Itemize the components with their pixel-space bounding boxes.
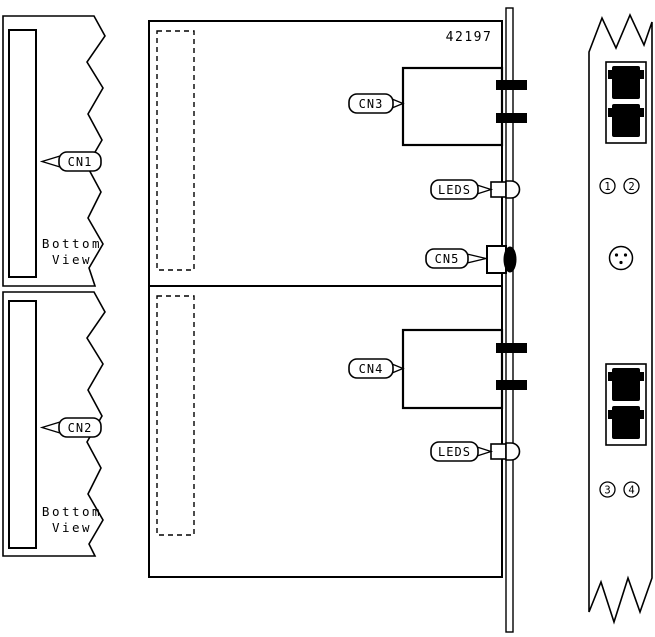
jack-tab	[608, 70, 613, 79]
faceplate-edge	[505, 7, 514, 633]
led-dome	[505, 180, 521, 199]
din-pin	[619, 260, 623, 265]
callout-box	[348, 358, 394, 379]
part-number: 42197	[446, 30, 493, 45]
cn4-callout: CN4	[348, 358, 405, 379]
number-label: 2	[628, 181, 634, 193]
cn5-connector	[486, 245, 517, 274]
number-circle	[599, 177, 616, 195]
number-label: 3	[604, 484, 610, 496]
rj45-jack-2	[608, 104, 644, 137]
rj45-jack-4	[608, 406, 644, 439]
number-label: 1	[604, 181, 610, 193]
edge-connector-outline-top	[8, 29, 37, 278]
cn4-body	[401, 328, 504, 410]
bottom-view-caption-line1: Bottom	[42, 504, 102, 519]
connector-pin	[496, 343, 527, 353]
rj45-jack-3	[608, 368, 644, 401]
jack-tab	[608, 372, 613, 381]
callout-box	[348, 93, 394, 114]
cn5-callout: CN5	[425, 248, 487, 269]
callout-label: CN4	[359, 362, 384, 376]
jack-body	[612, 406, 640, 439]
number-label: 4	[628, 484, 634, 496]
cn2-callout: CN2	[39, 417, 102, 438]
port-number-4: 4	[623, 481, 640, 498]
callout-box	[430, 441, 479, 462]
leds-bottom-callout: LEDS	[430, 441, 494, 462]
led-base	[490, 443, 507, 460]
jack-tab	[608, 108, 613, 117]
jack-tab	[639, 108, 644, 117]
connector-pin	[496, 80, 527, 90]
jack-tab	[639, 372, 644, 381]
bottom-view-panel-top: CN1 Bottom View	[2, 15, 106, 287]
cn5-body	[486, 245, 507, 274]
number-circle	[623, 177, 640, 195]
port-number-1: 1	[599, 177, 616, 195]
cn5-plug	[503, 246, 517, 273]
number-circle	[599, 481, 616, 498]
din-pin	[623, 253, 628, 257]
cn3-body	[401, 66, 504, 147]
din-connector	[608, 245, 634, 271]
led-bottom	[490, 442, 521, 461]
rj45-jack-1	[608, 66, 644, 99]
cn1-callout: CN1	[39, 151, 102, 172]
callout-box	[58, 417, 102, 438]
callout-box	[425, 248, 469, 269]
cn4-connector	[401, 328, 527, 410]
dashed-region-bottom	[156, 295, 195, 536]
number-circle	[623, 481, 640, 498]
jack-group-bottom	[605, 363, 647, 446]
jack-tab	[639, 70, 644, 79]
bottom-view-caption-line1: Bottom	[42, 236, 102, 251]
callout-box	[430, 179, 479, 200]
front-panel: 1 2 3	[588, 13, 653, 625]
connector-pin	[496, 380, 527, 390]
jack-body	[612, 66, 640, 99]
jack-group-top	[605, 61, 647, 144]
bottom-view-caption-line2: View	[52, 252, 92, 267]
port-number-2: 2	[623, 177, 640, 195]
cn3-callout: CN3	[348, 93, 405, 114]
jack-body	[612, 104, 640, 137]
cn3-connector	[401, 66, 527, 147]
callout-label: LEDS	[438, 445, 471, 459]
front-panel-torn-outline	[588, 13, 653, 625]
jack-body	[612, 368, 640, 401]
jack-tab	[639, 410, 644, 419]
callout-label: LEDS	[438, 183, 471, 197]
edge-connector-outline-bottom	[8, 300, 37, 549]
jack-tab	[608, 410, 613, 419]
led-dome	[505, 442, 521, 461]
callout-label: CN1	[68, 155, 93, 169]
callout-label: CN5	[435, 252, 460, 266]
dashed-region-top	[156, 30, 195, 271]
callout-label: CN2	[68, 421, 93, 435]
port-number-3: 3	[599, 481, 616, 498]
connector-pin	[496, 113, 527, 123]
callout-label: CN3	[359, 97, 384, 111]
led-top	[490, 180, 521, 199]
bottom-view-panel-bottom: CN2 Bottom View	[2, 291, 106, 557]
din-outline	[608, 245, 634, 271]
led-base	[490, 181, 507, 198]
leds-top-callout: LEDS	[430, 179, 494, 200]
callout-box	[58, 151, 102, 172]
din-pin	[614, 253, 619, 257]
bottom-view-caption-line2: View	[52, 520, 92, 535]
